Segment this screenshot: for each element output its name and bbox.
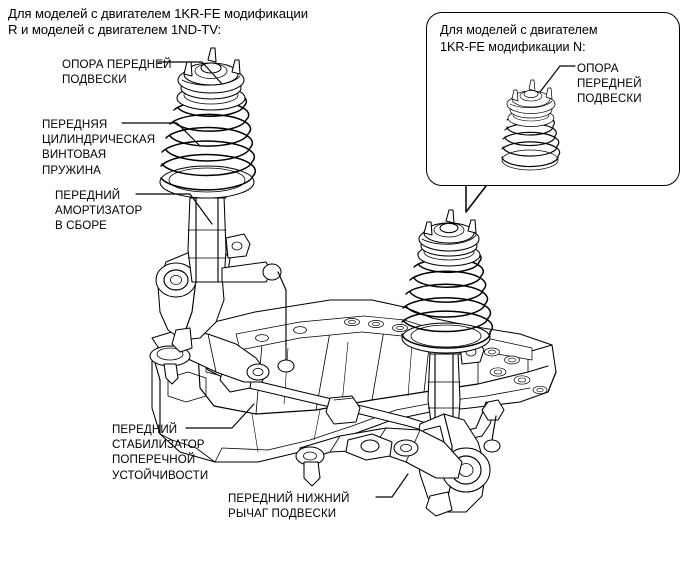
leader-absorber: [135, 193, 213, 225]
leader-stabilizer: [185, 403, 255, 429]
leader-mount: [157, 61, 223, 85]
label-front-lower-suspension-arm: ПЕРЕДНИЙ НИЖНИЙ РЫЧАГ ПОДВЕСКИ: [228, 492, 350, 521]
label-front-stabilizer-bar: ПЕРЕДНИЙ СТАБИЛИЗАТОР ПОПЕРЕЧНОЙ УСТОЙЧИ…: [112, 423, 209, 482]
page-title: Для моделей с двигателем 1KR-FE модифика…: [8, 6, 308, 38]
label-front-coil-spring: ПЕРЕДНЯЯ ЦИЛИНДРИЧЕСКАЯ ВИНТОВАЯ ПРУЖИНА: [42, 118, 156, 177]
leader-inset-mount: [539, 65, 576, 93]
front-suspension-support-right: [418, 209, 480, 252]
front-suspension-support-left: [177, 47, 245, 94]
leader-spring: [121, 122, 201, 147]
label-front-shock-absorber-assembly: ПЕРЕДНИЙ АМОРТИЗАТОР В СБОРЕ: [55, 189, 143, 233]
inset-label-front-suspension-support: ОПОРА ПЕРЕДНЕЙ ПОДВЕСКИ: [577, 62, 642, 106]
inset-callout-tail: [465, 185, 487, 213]
leader-lower-arm: [375, 473, 409, 498]
front-lower-suspension-arm-right: [295, 427, 463, 487]
tie-rod-left: [221, 261, 295, 373]
label-front-suspension-support: ОПОРА ПЕРЕДНЕЙ ПОДВЕСКИ: [62, 58, 172, 87]
stabilizer-link-right: [483, 415, 501, 453]
inset-title: Для моделей с двигателем 1KR-FE модифика…: [440, 23, 598, 54]
inset-suspension-support: [501, 79, 561, 171]
